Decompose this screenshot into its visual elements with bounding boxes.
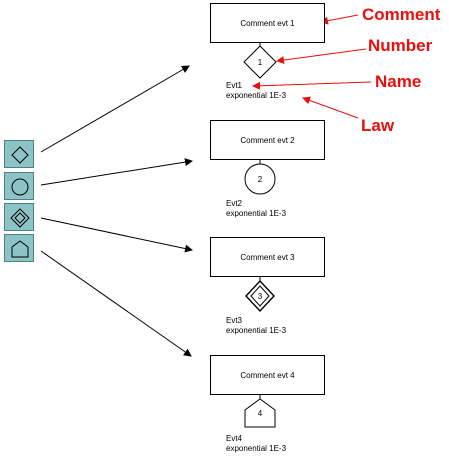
event-2-comment: Comment evt 2 [240,135,295,145]
event-2-name: Evt2 [226,199,243,208]
house-tool-button[interactable] [4,234,34,262]
event-4-label: Evt4 exponential 1E-3 [226,434,286,454]
event-3-label: Evt3 exponential 1E-3 [226,316,286,336]
event-4-law: exponential 1E-3 [226,444,287,453]
event-2-circle-symbol[interactable] [244,163,276,195]
event-4-comment: Comment evt 4 [240,370,295,380]
circle-icon [11,178,29,196]
event-1-label: Evt1 exponential 1E-3 [226,81,286,101]
event-2-law: exponential 1E-3 [226,209,287,218]
diamond-icon [11,146,29,164]
event-3-name: Evt3 [226,316,243,325]
annotation-law: Law [361,116,395,135]
arrow-to-event-1 [40,65,190,153]
annotation-arrow-number [276,48,367,65]
annotation-arrow-comment [320,14,359,25]
event-2-number: 2 [258,175,263,184]
annotation-name: Name [375,72,422,91]
house-icon [11,240,29,258]
event-2-comment-box[interactable]: Comment evt 2 [210,120,325,160]
event-1-comment: Comment evt 1 [240,18,295,28]
annotation-number: Number [368,36,433,55]
event-4-house-symbol[interactable] [244,398,276,428]
event-1-name: Evt1 [226,81,243,90]
double-diamond-icon [10,208,30,228]
arrow-to-event-4 [40,250,192,357]
event-3-comment: Comment evt 3 [240,252,295,262]
arrow-to-event-3 [40,217,193,253]
event-3-number: 3 [258,292,263,301]
event-4-name: Evt4 [226,434,243,443]
event-1-comment-box[interactable]: Comment evt 1 [210,3,325,43]
event-4-comment-box[interactable]: Comment evt 4 [210,355,325,395]
double-diamond-tool-button[interactable] [4,203,34,231]
event-1-diamond-symbol[interactable] [243,45,277,79]
annotation-arrow-name [252,81,372,90]
event-1-law: exponential 1E-3 [226,91,287,100]
diamond-tool-button[interactable] [4,140,34,168]
event-1-number: 1 [258,58,263,67]
event-4-number: 4 [258,409,263,418]
circle-tool-button[interactable] [4,172,34,200]
event-3-inner-diamond-symbol [250,285,270,307]
annotation-arrow-law [302,96,359,119]
event-2-label: Evt2 exponential 1E-3 [226,199,286,219]
event-3-law: exponential 1E-3 [226,326,287,335]
arrow-to-event-2 [40,158,193,186]
annotation-comment: Comment [362,5,441,24]
event-3-comment-box[interactable]: Comment evt 3 [210,237,325,277]
